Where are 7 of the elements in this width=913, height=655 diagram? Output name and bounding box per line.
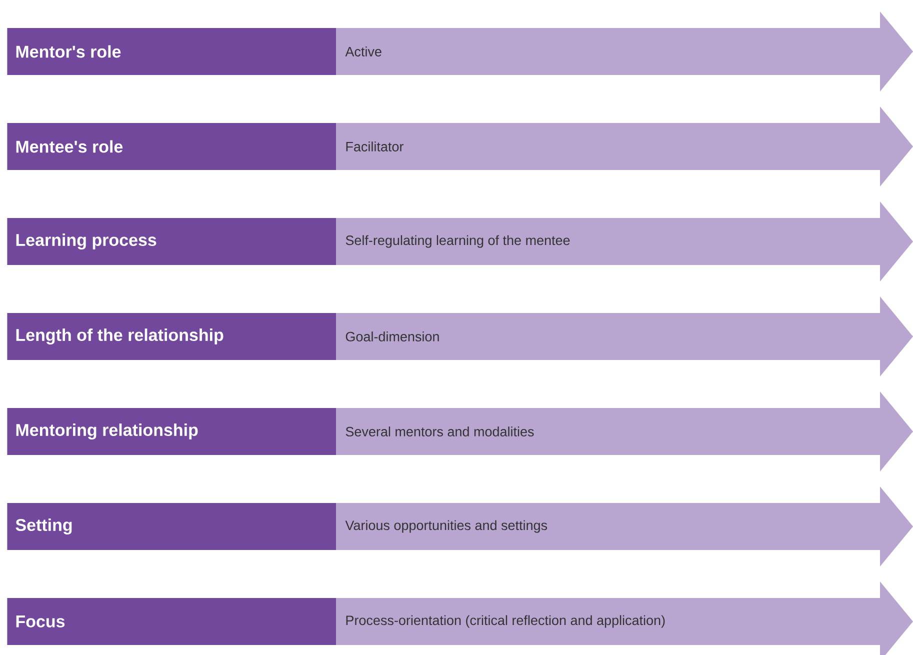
label-box: Mentoring relationship [7, 408, 336, 455]
label-box: Length of the relationship [7, 313, 336, 360]
label-box: Setting [7, 502, 336, 550]
label-box: Mentee's role [7, 123, 336, 170]
label-box: Learning process [7, 218, 336, 265]
label-box: Mentor's role [7, 28, 336, 75]
label-box: Focus [7, 598, 336, 645]
